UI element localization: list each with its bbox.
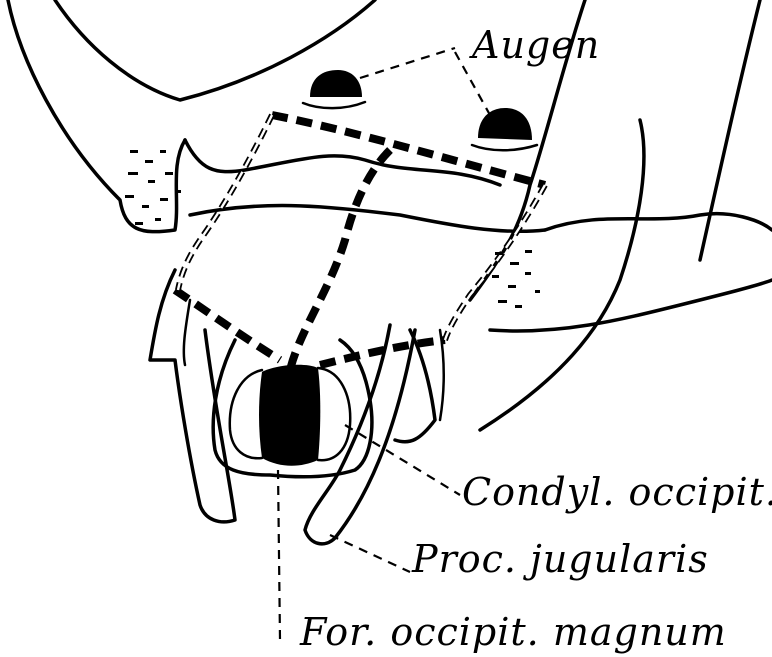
suture-mid-left — [290, 150, 390, 370]
right-lobe-outline — [545, 214, 772, 230]
leader-eyes-left — [360, 48, 455, 78]
label-jugular-process: Proc. jugularis — [411, 537, 709, 581]
label-eyes: Augen — [469, 23, 600, 67]
right-eye-icon — [472, 108, 537, 150]
left-jugular-inner — [184, 300, 190, 365]
leader-foramen — [278, 470, 280, 640]
left-eye-icon — [303, 70, 365, 108]
right-condyle — [318, 368, 350, 460]
left-condyle — [230, 370, 262, 458]
stipple-left — [125, 150, 181, 225]
leader-jugular — [330, 535, 410, 572]
right-lower-outline — [490, 280, 772, 331]
left-lobe-outline — [8, 0, 185, 232]
foramen-magnum — [259, 365, 320, 466]
label-condyle: Condyl. occipit. — [462, 470, 772, 514]
genal-upper-line — [190, 206, 545, 232]
left-jugular-process — [150, 270, 235, 522]
label-foramen: For. occipit. magnum — [299, 610, 727, 654]
far-right-outline — [480, 120, 644, 430]
